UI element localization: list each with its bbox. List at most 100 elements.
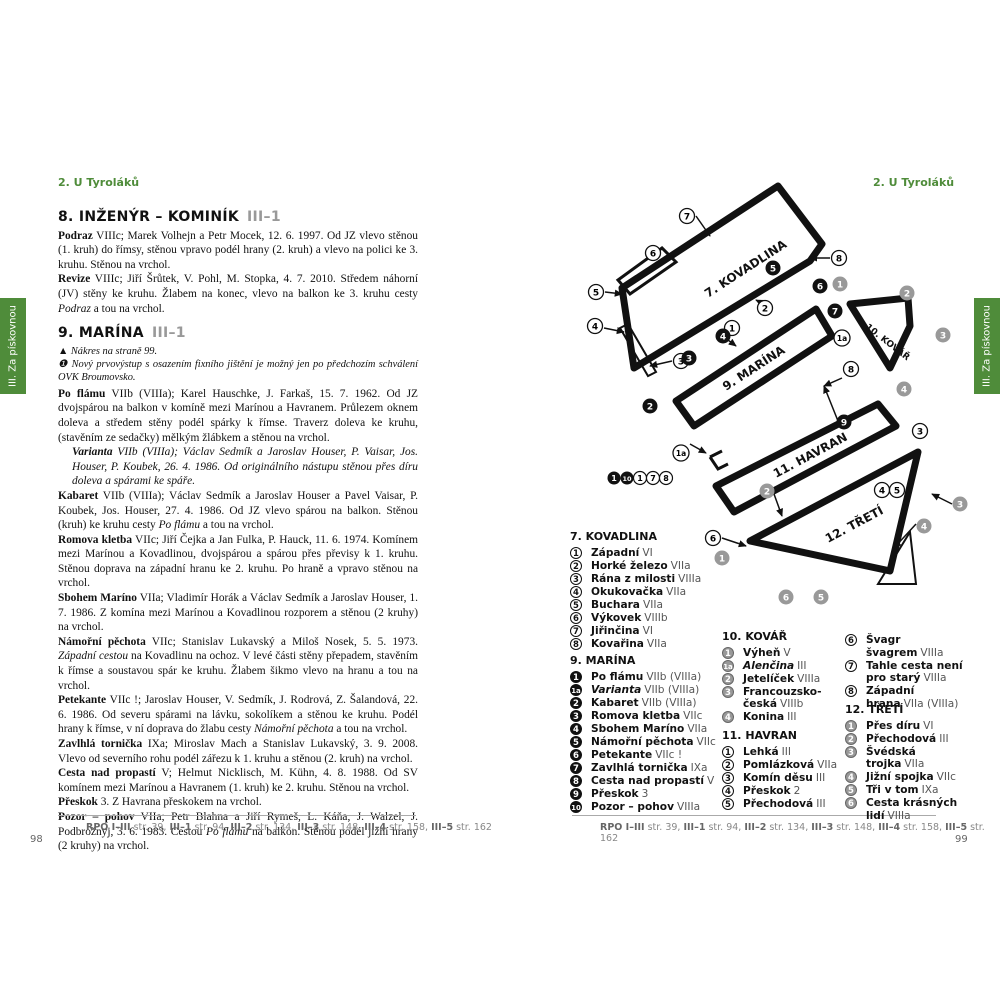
route-number-badge: 1 bbox=[722, 745, 734, 758]
marker-5: 5 bbox=[587, 283, 605, 301]
route-romova-kletba: Romova kletba VIIc; Jiří Čejka a Jan Ful… bbox=[58, 533, 418, 590]
rock-treti bbox=[746, 448, 922, 575]
marker-t4: 4 bbox=[916, 518, 932, 534]
svg-text:4: 4 bbox=[592, 323, 598, 333]
svg-text:1: 1 bbox=[637, 474, 643, 483]
route-number-badge: 7 bbox=[845, 659, 857, 672]
route-number-badge: 3 bbox=[845, 745, 857, 758]
route-number-badge: 5 bbox=[845, 784, 857, 796]
route-preskok: Přeskok 3. Z Havrana přeskokem na vrchol… bbox=[58, 796, 262, 809]
route-podraz: Podraz VIIIc; Marek Volhejn a Petr Mocek… bbox=[58, 229, 418, 271]
route-po-flamu: Po flámu VIIb (VIIIa); Karel Hauschke, J… bbox=[58, 387, 418, 444]
marker-8: 8 bbox=[830, 249, 848, 267]
marker-g3: 3 bbox=[935, 327, 951, 343]
route-number-badge: 6 bbox=[570, 611, 582, 624]
svg-text:7: 7 bbox=[650, 474, 656, 483]
rock-diagram: 7 6 8 5 4 2 3 1 5 4 3 7 6 8 2 9 1a 1 2 3… bbox=[586, 182, 968, 605]
svg-text:5: 5 bbox=[894, 487, 900, 497]
route-number-badge: 5 bbox=[570, 735, 582, 748]
svg-text:5: 5 bbox=[770, 265, 776, 275]
rock-kovar bbox=[846, 294, 914, 372]
rock-marina bbox=[672, 305, 836, 430]
marker-a9: 9 bbox=[836, 414, 852, 430]
svg-text:2: 2 bbox=[762, 305, 768, 315]
svg-text:6: 6 bbox=[817, 283, 823, 293]
svg-text:4: 4 bbox=[921, 523, 927, 533]
route-number-badge: 4 bbox=[722, 711, 734, 723]
marker-g1: 1 bbox=[832, 276, 848, 292]
marker-h6: 6 bbox=[704, 529, 722, 547]
svg-text:4: 4 bbox=[720, 333, 726, 343]
svg-text:2: 2 bbox=[764, 488, 770, 498]
svg-text:6: 6 bbox=[650, 250, 656, 260]
route-markers: 7 6 8 5 4 2 3 1 5 4 3 7 6 8 2 9 1a 1 2 3… bbox=[586, 207, 968, 605]
route-number-badge: 5 bbox=[722, 797, 734, 810]
marker-6: 6 bbox=[644, 244, 662, 262]
start-row: 1 10 1 7 8 bbox=[607, 470, 674, 486]
route-number-badge: 3 bbox=[722, 771, 734, 784]
route-number-badge: 10 bbox=[570, 800, 582, 813]
footer-rule-left bbox=[58, 815, 416, 816]
svg-text:4: 4 bbox=[901, 386, 907, 396]
chapter-tab-left: III. Za pískovnou bbox=[0, 298, 26, 394]
footer-refs-left: RPO I–III str. 39, III–1 str. 94, III–2 … bbox=[86, 822, 492, 833]
running-header-left: 2. U Tyroláků bbox=[58, 176, 140, 189]
route-number-badge: 7 bbox=[570, 761, 582, 774]
route-number-badge: 4 bbox=[845, 771, 857, 783]
route-number-badge: 2 bbox=[722, 672, 734, 685]
marker-h3: 3 bbox=[911, 422, 929, 440]
svg-text:3: 3 bbox=[940, 332, 946, 342]
marker-a6: 6 bbox=[812, 278, 828, 294]
page-number-left: 98 bbox=[30, 834, 43, 845]
route-number-badge: 8 bbox=[570, 774, 582, 787]
svg-text:8: 8 bbox=[663, 474, 669, 483]
marker-a7: 7 bbox=[827, 303, 843, 319]
route-number-badge: 2 bbox=[845, 732, 857, 745]
route-number-badge: 3 bbox=[570, 572, 582, 585]
label-treti: 12. TŘETÍ bbox=[822, 502, 886, 545]
marker-g2: 2 bbox=[899, 285, 915, 301]
route-cesta-nad-propasti: Cesta nad propastí V; Helmut Nicklisch, … bbox=[58, 767, 418, 794]
svg-text:3: 3 bbox=[917, 428, 923, 438]
marker-h4: 4 bbox=[873, 481, 891, 499]
route-namorni-pechota: Námořní pěchota VIIc; Stanislav Lukavský… bbox=[58, 635, 418, 692]
note-permission: ❶ Nový prvovýstup s osazením fixního jiš… bbox=[58, 358, 418, 383]
